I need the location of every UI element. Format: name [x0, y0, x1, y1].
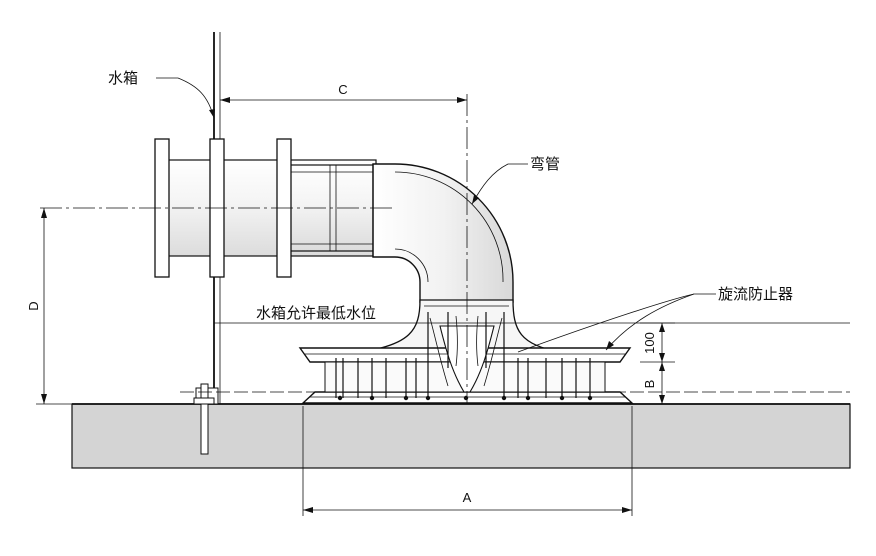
dimension-c-label: C — [338, 82, 347, 97]
dimension-d — [36, 208, 72, 405]
dimension-b-100 — [640, 322, 675, 405]
tank-label: 水箱 — [108, 69, 138, 87]
dimension-c — [220, 97, 467, 103]
min-water-level-label: 水箱允许最低水位 — [256, 304, 376, 322]
dimension-100-label: 100 — [642, 332, 657, 354]
anti-vortex-leader — [517, 293, 716, 353]
ground-slab — [71, 403, 851, 469]
dimension-a-label: A — [463, 490, 472, 505]
elbow-leader — [471, 163, 528, 205]
dimension-b-label: B — [642, 380, 657, 389]
anti-vortex-device — [298, 312, 634, 404]
anti-vortex-label: 旋流防止器 — [718, 285, 793, 303]
dimension-a — [302, 406, 633, 516]
dimension-d-label: D — [26, 301, 41, 310]
centre-lines — [40, 94, 850, 404]
tank-leader — [156, 77, 215, 119]
elbow-pipe — [359, 163, 561, 353]
elbow-label: 弯管 — [530, 155, 560, 173]
